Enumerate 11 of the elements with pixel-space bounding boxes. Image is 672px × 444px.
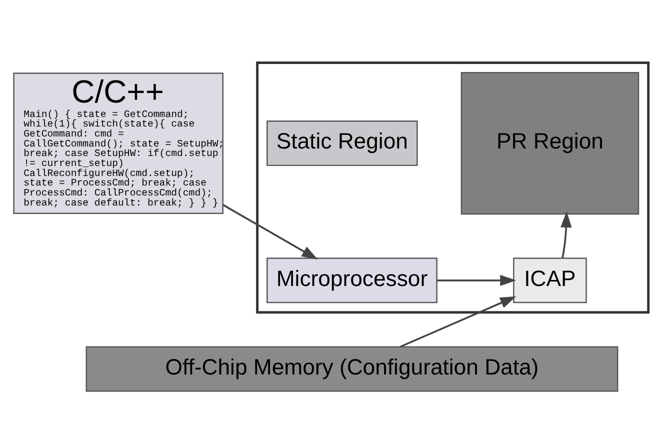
cluster (256, 62, 650, 314)
node-box: ICAP (513, 258, 587, 304)
arrow (560, 211, 572, 258)
node-box: C/C++ Main() { state = GetCommand; while(1){ switch(state){ case GetCommand: cmd = CallGetCommand(); state = SetupHW; break; case SetupHW: if(cmd.setup != current_setup) CallReconfigureHW(cmd.setup); state = ProcessCmd; break; case ProcessCmd: CallProcessCmd(cmd); break; case default: break; } } } (13, 72, 224, 214)
arrow (400, 296, 516, 348)
node-box: Microprocessor (266, 258, 438, 304)
node-box: PR Region (460, 72, 640, 215)
node-box: Static Region (266, 120, 418, 166)
arrow (437, 274, 516, 286)
node-box: Off-Chip Memory (Configuration Data) (86, 346, 618, 392)
arrow (222, 204, 318, 260)
